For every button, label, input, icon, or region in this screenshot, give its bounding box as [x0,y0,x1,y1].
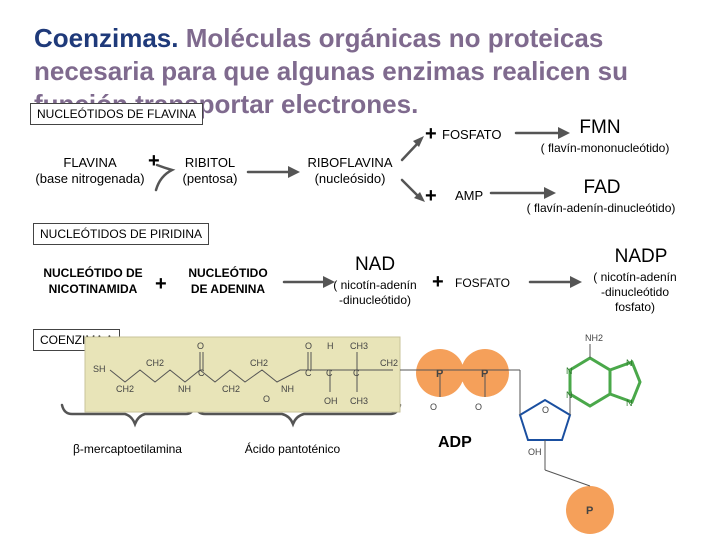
plus-amp: + [425,185,437,207]
o-label: O [475,402,482,412]
plus-fosfato: + [425,123,437,145]
flavina-name: FLAVINA [63,155,117,170]
section-piridina: NUCLEÓTIDOS DE PIRIDINA [33,223,210,245]
chain-atom: CH2 [250,358,268,368]
o-label: O [430,402,437,412]
riboflavina-desc: (nucleósido) [314,171,386,186]
nadp-desc-line2: -dinucleótido [600,285,670,299]
chain-atom: CH2 [380,358,398,368]
phosphate-p-label: P [436,368,443,380]
chain-atom-bottom: OH [324,396,338,406]
pantotenico-label: Ácido pantoténico [244,442,341,456]
phosphate-p-label: P [586,505,593,517]
adenina-label: NUCLEÓTIDO DE ADENINA [178,265,278,297]
ribitol-label: RIBITOL (pentosa) [172,155,248,187]
phosphate-3 [566,486,614,534]
chain-atom-bottom: O [263,394,270,404]
flavina-brace [154,163,176,192]
adenine-ring-6 [568,356,612,408]
nad-desc-line2: -dinucleótido) [338,293,412,307]
chain-atom: C [326,368,333,378]
arrowhead-flavina [288,166,300,178]
nadp-desc-line1: ( nicotín-adenín [593,270,677,284]
ribitol-name: RIBITOL [184,155,236,170]
chain-atom-top: O [197,341,204,351]
chain-atom: C [305,368,312,378]
arrowhead-piridina [323,276,335,288]
adenine-ring-5 [608,360,642,404]
nadp-label: NADP [614,246,668,267]
nh2-label: NH2 [585,333,603,343]
fmn-desc: ( flavín-mononucleótido) [540,141,670,155]
adp-label: ADP [438,434,472,451]
plus-nad-fosfato: + [432,271,444,293]
bracket-pantotenico [193,403,402,428]
flavina-desc: (base nitrogenada) [35,171,145,186]
chain-atom: C [198,368,205,378]
title-lead: Coenzimas. [34,23,179,53]
nad-label: NAD [354,254,396,275]
fosfato-label: FOSFATO [442,127,502,142]
ribose-ring [518,398,572,441]
chain-atom: CH2 [222,384,240,394]
plus-piridina: + [155,273,167,295]
chain-atom: CH2 [146,358,164,368]
adenina-line2: DE ADENINA [190,282,266,296]
fosfato-nadp-label: FOSFATO [455,276,510,290]
fad-desc: ( flavín-adenín-dinucleótido) [526,201,676,215]
nad-desc: ( nicotín-adenín -dinucleótido) [322,278,428,308]
oh-label: OH [528,447,542,457]
chain-atom-top: H [327,341,334,351]
n-label: N [566,390,573,400]
arrowhead-nadp [570,276,582,288]
riboflavina-label: RIBOFLAVINA (nucleósido) [295,155,405,187]
nadp-desc: ( nicotín-adenín -dinucleótido fosfato) [580,270,690,315]
chain-atom-top: CH3 [350,341,368,351]
adenina-line1: NUCLEÓTIDO [188,266,268,280]
arrow-to-fosfato [400,141,420,162]
n-label: N [626,358,633,368]
nadp-desc-line3: fosfato) [614,300,656,314]
fmn-label: FMN [579,117,621,138]
flavina-label: FLAVINA (base nitrogenada) [30,155,150,187]
chain-atom-bottom: CH3 [350,396,368,406]
arrowhead-fosfato [413,136,424,147]
nicotinamida-line2: NICOTINAMIDA [48,282,138,296]
bracket-mercaptoetilamina [60,403,197,428]
nicotinamida-label: NUCLEÓTIDO DE NICOTINAMIDA [30,265,156,297]
amp-label: AMP [455,188,484,203]
mercaptoetilamina-label: β-mercaptoetilamina [73,442,182,456]
nicotinamida-line1: NUCLEÓTIDO DE [43,266,143,280]
chain-atom-top: O [305,341,312,351]
arrow-to-amp [400,178,420,198]
chain-atom: CH2 [116,384,134,394]
arrowhead-fmn [558,127,570,139]
fad-label: FAD [583,177,621,198]
chain-labels: SH CH2 CH2 NH C CH2 CH2 NH C C C CH2 O O… [93,341,398,406]
n-label: N [566,366,573,376]
ribitol-desc: (pentosa) [182,171,238,186]
n-label: N [626,398,633,408]
arrowhead-fad [544,187,556,199]
phosphate-p-label: P [481,368,488,380]
o-label: O [542,405,549,415]
arrowhead-amp [414,192,425,202]
chain-atom: NH [281,384,294,394]
chain-background [84,336,401,413]
chain-atom: NH [178,384,191,394]
chain-bonds [109,352,393,392]
chain-atom: SH [93,364,106,374]
chain-atom: C [353,368,360,378]
plus-flavina: + [148,150,160,172]
riboflavina-name: RIBOFLAVINA [307,155,393,170]
section-flavina: NUCLEÓTIDOS DE FLAVINA [30,103,204,125]
nad-desc-line1: ( nicotín-adenín [333,278,417,292]
